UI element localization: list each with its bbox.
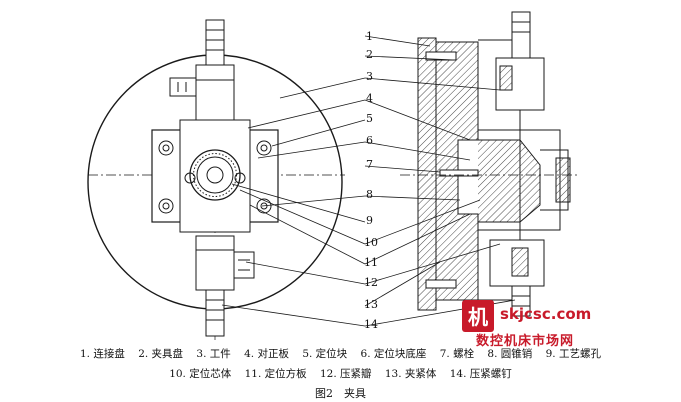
legend-item: 3. 工件 bbox=[196, 348, 231, 360]
locating-core-outer bbox=[189, 149, 241, 201]
top-clamp-screw bbox=[205, 19, 225, 66]
callout-numbers: 1 2 3 4 5 6 7 8 9 10 11 12 13 14 bbox=[364, 30, 378, 331]
bolt-hole bbox=[158, 198, 174, 214]
watermark-subtitle: 数控机床市场网 bbox=[476, 334, 575, 349]
alignment-plate bbox=[179, 119, 251, 233]
legend-item: 9. 工艺螺孔 bbox=[545, 348, 601, 360]
locating-core-inner bbox=[206, 166, 224, 184]
callout-14: 14 bbox=[364, 318, 378, 331]
callout-11: 11 bbox=[364, 256, 378, 269]
legend-item: 6. 定位块底座 bbox=[360, 348, 427, 360]
legend-line-2: 10. 定位芯体 11. 定位方板 12. 压紧瓣 13. 夹紧体 14. 压紧… bbox=[0, 366, 681, 381]
watermark-url: skjcsc.com bbox=[500, 305, 592, 323]
bolt-hole bbox=[256, 140, 272, 156]
bolt-hole bbox=[256, 198, 272, 214]
legend-item: 11. 定位方板 bbox=[244, 368, 307, 380]
legend-item: 14. 压紧螺钉 bbox=[449, 368, 512, 380]
legend-item: 2. 夹具盘 bbox=[138, 348, 184, 360]
legend-line-1: 1. 连接盘 2. 夹具盘 3. 工件 4. 对正板 5. 定位块 6. 定位块… bbox=[0, 346, 681, 361]
section-top-screw bbox=[511, 11, 531, 61]
section-bolt bbox=[425, 279, 457, 289]
callout-8: 8 bbox=[366, 188, 373, 201]
legend-item: 4. 对正板 bbox=[244, 348, 289, 360]
bottom-clamp-body bbox=[195, 235, 235, 291]
legend-item: 10. 定位芯体 bbox=[169, 368, 232, 380]
callout-1: 1 bbox=[366, 30, 373, 43]
callout-13: 13 bbox=[364, 298, 378, 311]
legend-item: 7. 螺栓 bbox=[439, 348, 475, 360]
callout-5: 5 bbox=[366, 112, 373, 125]
callout-10: 10 bbox=[364, 236, 378, 249]
top-clamp-tab bbox=[169, 77, 197, 97]
locating-core-section bbox=[478, 139, 541, 223]
section-bottom-screw bbox=[511, 285, 531, 317]
top-clamp-body bbox=[195, 64, 235, 126]
legend-item: 12. 压紧瓣 bbox=[319, 368, 372, 380]
bottom-clamp-screw bbox=[205, 289, 225, 337]
callout-2: 2 bbox=[366, 48, 373, 61]
section-pin bbox=[439, 169, 479, 177]
front-view bbox=[87, 19, 345, 340]
watermark-logo-char: 机 bbox=[468, 305, 488, 329]
locating-core-ring bbox=[196, 156, 234, 194]
bolt-hole bbox=[158, 140, 174, 156]
callout-leaders bbox=[221, 35, 516, 327]
callout-3: 3 bbox=[366, 70, 373, 83]
callout-4: 4 bbox=[366, 92, 373, 105]
figure-caption: 图2 夹具 bbox=[315, 387, 366, 400]
legend-item: 1. 连接盘 bbox=[80, 348, 125, 360]
callout-12: 12 bbox=[364, 276, 378, 289]
callout-7: 7 bbox=[366, 158, 373, 171]
callout-9: 9 bbox=[366, 214, 373, 227]
bottom-clamp-tab bbox=[233, 251, 255, 279]
watermark-logo: 机 bbox=[462, 300, 494, 332]
section-bolt bbox=[425, 51, 457, 61]
callout-6: 6 bbox=[366, 134, 373, 147]
section-view bbox=[400, 11, 580, 317]
legend-item: 8. 圆锥销 bbox=[487, 348, 533, 360]
connecting-plate bbox=[417, 37, 437, 311]
legend-item: 13. 夹紧体 bbox=[384, 368, 437, 380]
legend-item: 5. 定位块 bbox=[302, 348, 348, 360]
